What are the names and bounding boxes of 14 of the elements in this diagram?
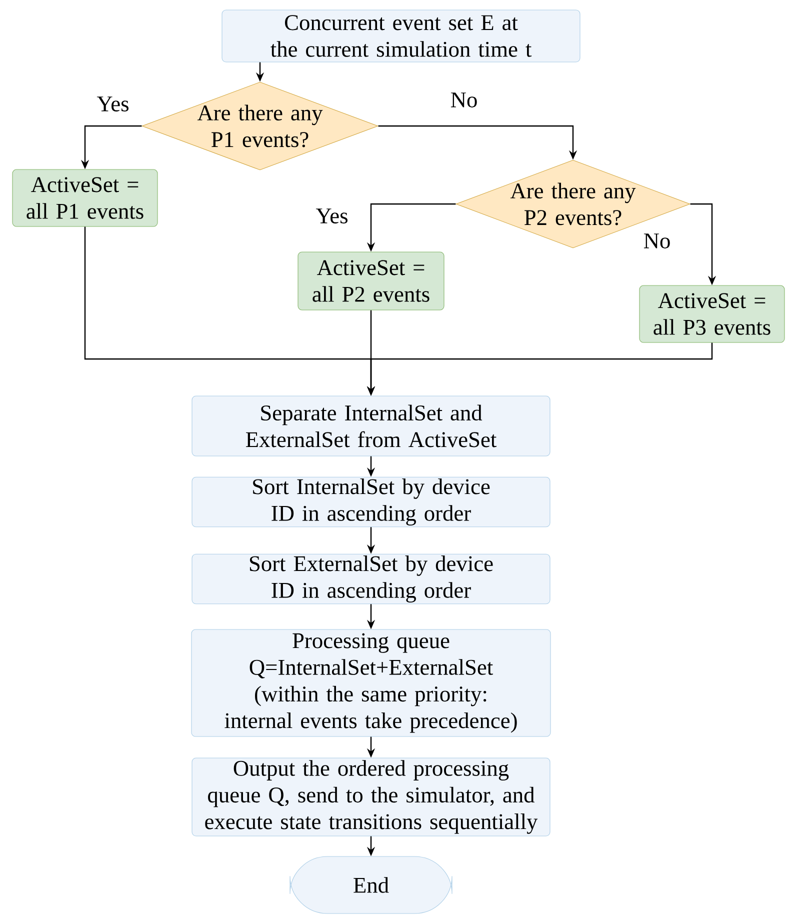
edge-label: No xyxy=(448,91,480,109)
process-box: Sort ExternalSet by device ID in ascending order xyxy=(192,554,550,604)
process-box: Concurrent event set E at the current simulation time t xyxy=(222,10,580,62)
process-box: Output the ordered processing queue Q, send to the simulator, and execute state transitions sequentially xyxy=(192,758,550,836)
result-box: ActiveSet = all P1 events xyxy=(12,169,158,227)
edge-label: No xyxy=(642,232,672,250)
edge-label: Yes xyxy=(314,207,350,225)
process-box: Sort InternalSet by device ID in ascending order xyxy=(192,476,550,528)
process-box: Separate InternalSet and ExternalSet from ActiveSet xyxy=(192,396,550,456)
result-box: ActiveSet = all P3 events xyxy=(639,285,785,343)
result-box: ActiveSet = all P2 events xyxy=(298,252,444,310)
edge-label: Yes xyxy=(95,95,131,113)
terminal-box: End xyxy=(290,856,452,914)
process-box: Processing queue Q=InternalSet+ExternalSet (within the same priority: internal events take precedence) xyxy=(191,629,551,737)
